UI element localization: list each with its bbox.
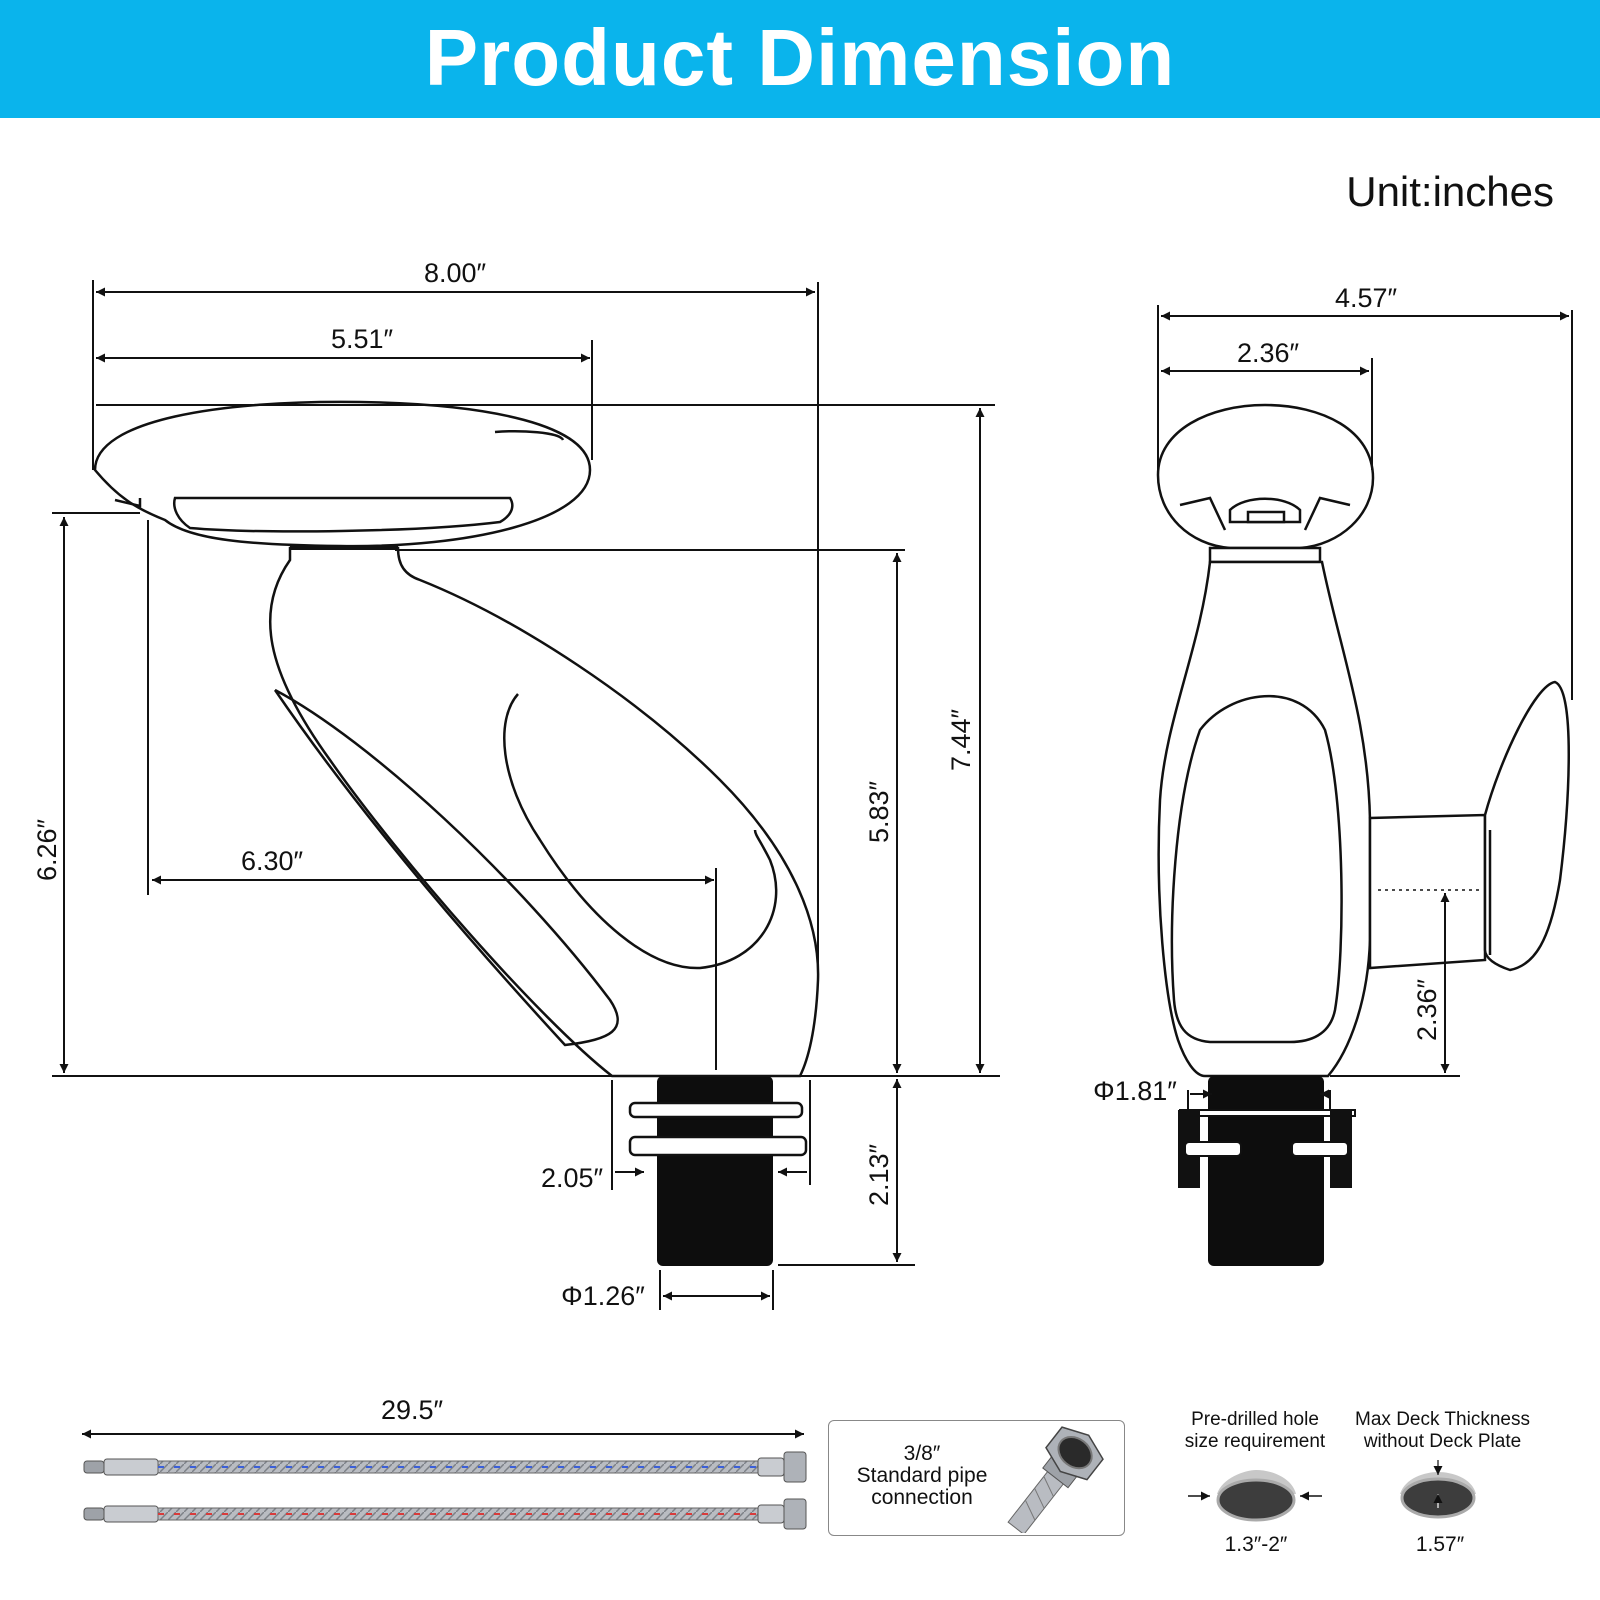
hole-caption: Pre-drilled hole size requirement [1160,1409,1350,1453]
deck-illustration [1400,1460,1476,1519]
deck-caption-line2: without Deck Plate [1363,1431,1522,1452]
dim-body-height: 5.83″ [864,781,894,844]
dim-hose-length: 29.5″ [381,1395,444,1425]
deck-value: 1.57″ [1415,1533,1465,1556]
front-dimension-arrows [59,287,985,1301]
supply-hoses [83,1451,807,1530]
dim-nut-width: 2.05″ [541,1163,604,1193]
faucet-body [268,546,820,1078]
side-head-slot [1246,510,1286,524]
pipe-connection-text: 3/8″ Standard pipe connection [837,1443,1007,1509]
spout-head-tab [494,430,565,441]
dim-shank-length: 2.13″ [864,1144,894,1207]
deck-caption: Max Deck Thickness without Deck Plate [1340,1409,1545,1453]
hole-illustration [1188,1470,1322,1522]
side-shank [1178,1076,1356,1266]
side-extension-lines [1157,305,1573,1110]
body-inner-curve [503,693,778,970]
pipe-size: 3/8″ [903,1442,941,1465]
pipe-line1: Standard pipe [856,1464,988,1487]
dim-spout-height: 6.26″ [32,819,62,882]
side-body-inset [1170,695,1343,1044]
pipe-line2: connection [871,1486,973,1509]
front-extension-lines [52,280,1000,1310]
dim-head-depth: 2.36″ [1237,338,1300,368]
unit-label: Unit:inches [1346,168,1554,215]
side-collar [1208,546,1322,564]
spout-head-lip [114,498,142,508]
page-title: Product Dimension [424,13,1176,102]
dim-overall-height: 7.44″ [946,709,976,772]
side-view-faucet [1156,403,1570,1078]
front-view-faucet [93,400,820,1078]
side-head-vents [1179,496,1351,531]
side-handle-stem [1368,813,1487,970]
side-dimension-arrows [1161,311,1569,1099]
supply-hose-blue [83,1451,807,1483]
side-body [1157,560,1372,1078]
aerator-grille [173,496,514,533]
dim-base-diameter: Φ1.81″ [1093,1076,1177,1106]
dim-handle-height: 2.36″ [1412,979,1442,1042]
dim-overall-width: 8.00″ [424,258,487,288]
deck-caption-line1: Max Deck Thickness [1355,1409,1530,1430]
supply-hose-red [83,1498,807,1530]
side-head [1156,403,1375,550]
hole-caption-line1: Pre-drilled hole [1191,1409,1319,1430]
front-shank [628,1076,808,1266]
dim-spout-reach: 6.30″ [241,846,304,876]
side-handle-paddle [1483,680,1570,972]
pipe-connection-box: 3/8″ Standard pipe connection [828,1420,1125,1536]
dim-spout-head-width: 5.51″ [331,324,394,354]
hole-caption-line2: size requirement [1184,1431,1326,1452]
hole-value: 1.3″-2″ [1224,1533,1288,1556]
pipe-fitting-icon [1007,1426,1104,1533]
header-banner: Product Dimension [0,0,1600,118]
dim-shank-diameter: Φ1.26″ [561,1281,645,1311]
dim-overall-depth: 4.57″ [1335,283,1398,313]
body-lower-curve [273,688,619,1047]
